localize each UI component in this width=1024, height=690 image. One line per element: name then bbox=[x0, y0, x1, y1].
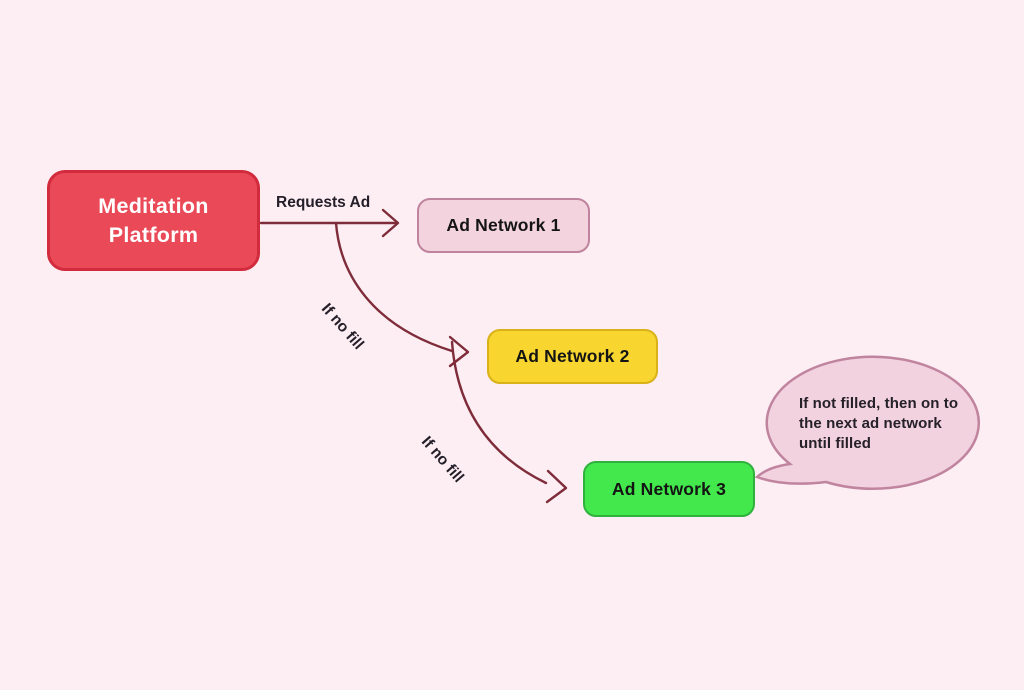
node-ad-network-2: Ad Network 2 bbox=[487, 329, 658, 384]
edges-group bbox=[259, 208, 568, 504]
arrowhead-no-fill-2-icon bbox=[545, 469, 568, 504]
node-meditation-platform: Meditation Platform bbox=[47, 170, 260, 271]
speech-bubble-line2: the next ad network bbox=[799, 415, 942, 432]
speech-bubble-shape bbox=[754, 355, 980, 491]
node-ad-network-1: Ad Network 1 bbox=[417, 198, 590, 253]
platform-label-line2: Platform bbox=[108, 222, 199, 247]
arrowhead-no-fill-1-icon bbox=[448, 335, 470, 368]
arrowhead-requests-ad-icon bbox=[381, 208, 400, 238]
ad-network-3-label: Ad Network 3 bbox=[611, 478, 727, 499]
edge-no-fill-2 bbox=[450, 340, 548, 485]
ad-network-1-label: Ad Network 1 bbox=[446, 215, 561, 235]
node-ad-network-3: Ad Network 3 bbox=[583, 461, 755, 517]
edge-label-requests-ad: Requests Ad bbox=[276, 194, 371, 211]
speech-bubble-line1: If not filled, then on to bbox=[799, 395, 959, 412]
edge-no-fill-1 bbox=[334, 221, 454, 353]
speech-bubble-text: If not filled, then on to the next ad ne… bbox=[799, 394, 964, 454]
platform-label-line1: Meditation bbox=[98, 193, 209, 218]
ad-network-2-label: Ad Network 2 bbox=[515, 346, 630, 366]
speech-bubble-line3: until filled bbox=[799, 435, 872, 452]
